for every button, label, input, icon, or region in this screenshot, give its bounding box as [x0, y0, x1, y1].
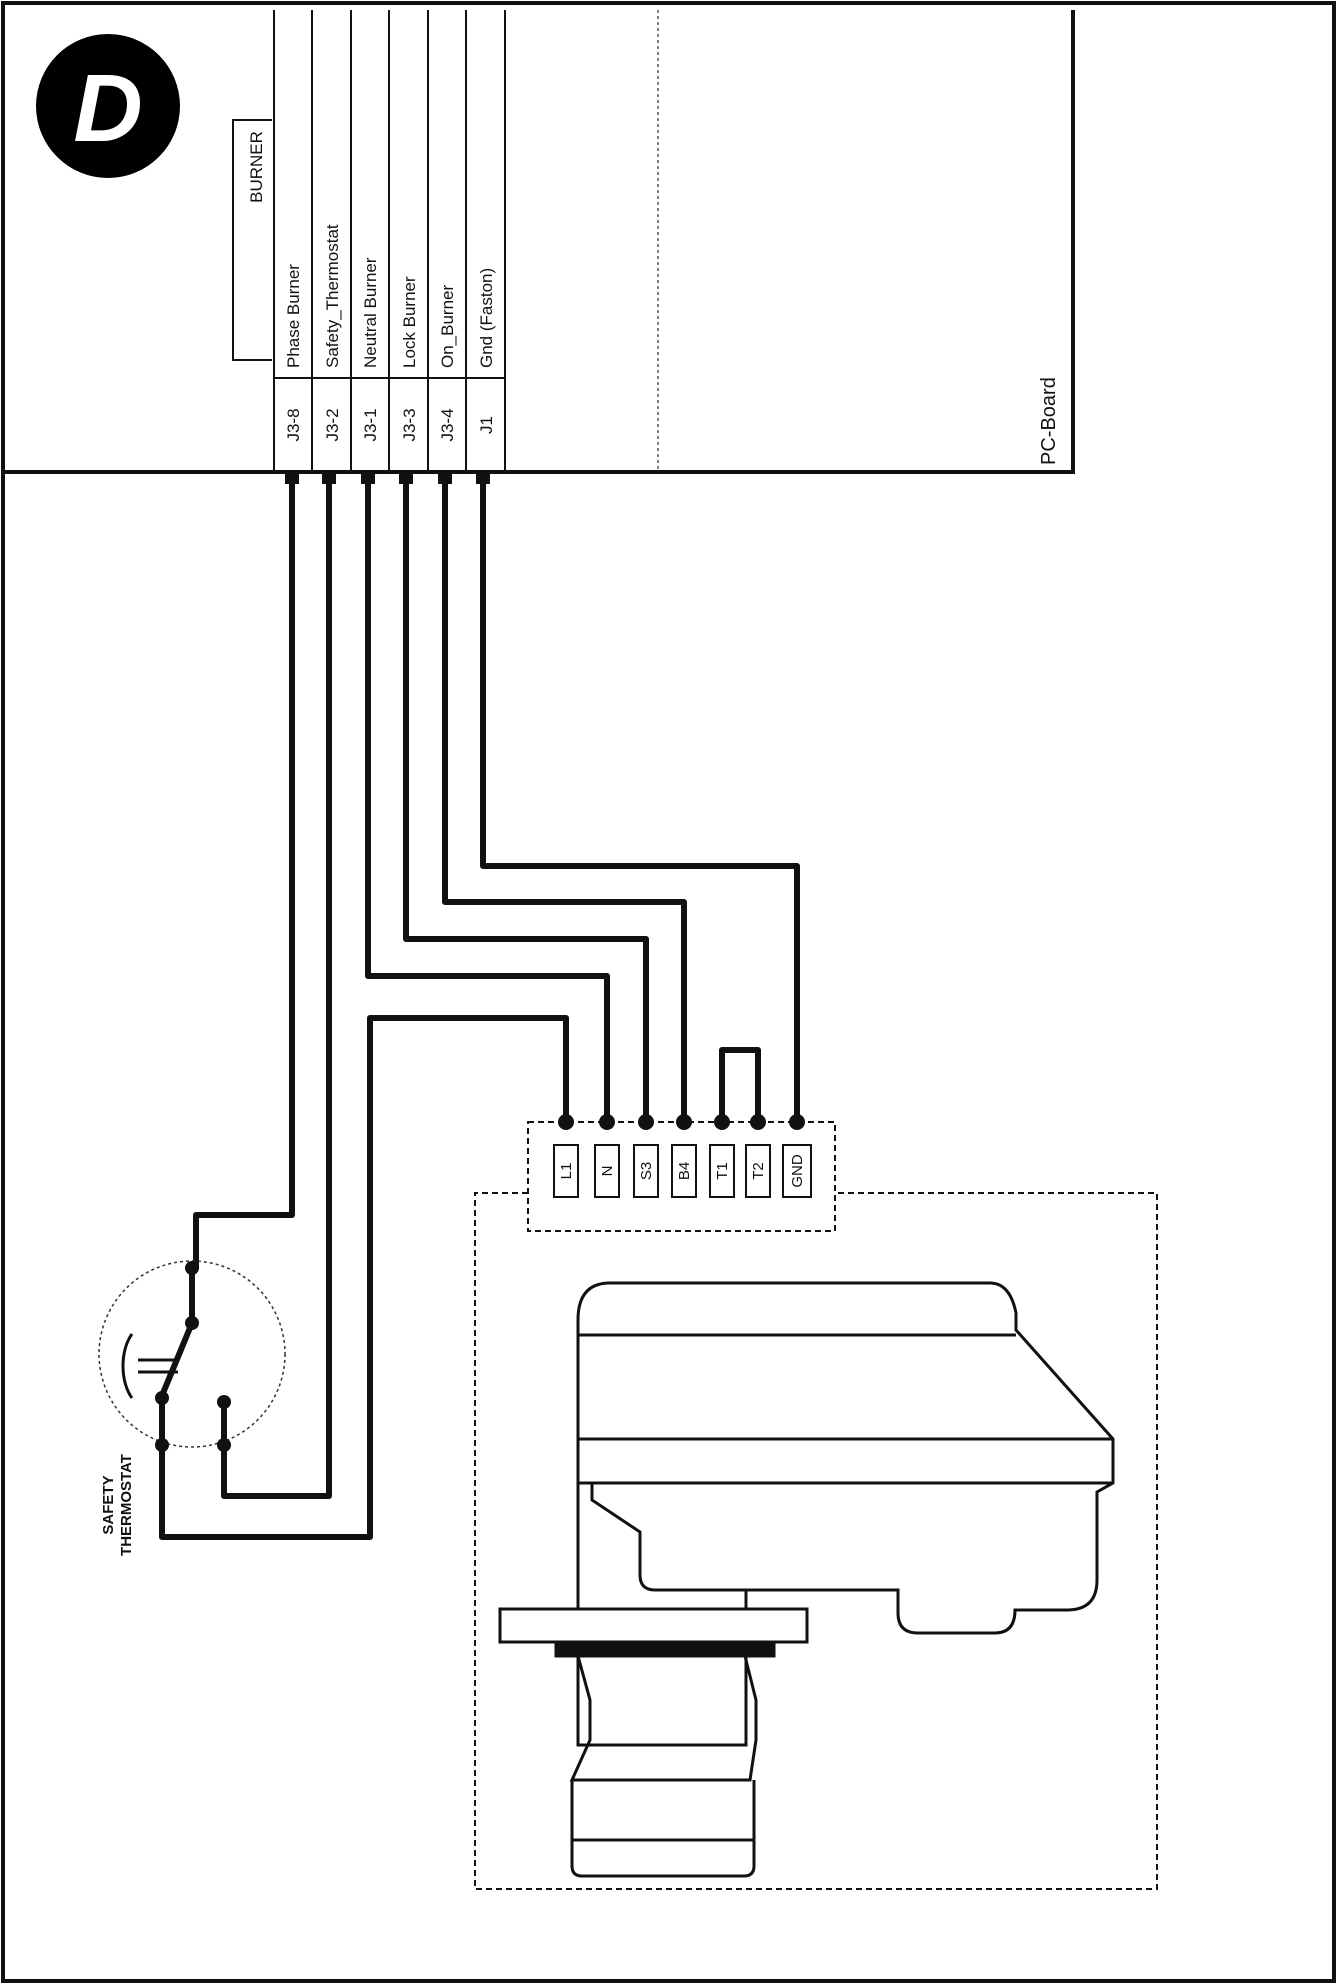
wire-bridge-t1-t2: [719, 1047, 761, 1125]
burner-unit-drawing: [498, 1281, 1115, 1878]
safety-thermostat: SAFETY THERMOSTAT: [98, 1260, 286, 1556]
section-badge: D: [36, 34, 180, 178]
pin-signal: Neutral Burner: [361, 257, 380, 368]
burner-outline: [474, 1192, 1158, 1890]
board-title: PC-Board: [1038, 377, 1060, 465]
pin-id: J3-3: [400, 408, 419, 441]
burner-outline: [475, 1195, 528, 1984]
pin-id: J3-8: [284, 408, 303, 441]
terminal-label: S3: [638, 1162, 655, 1180]
pin-id: J3-4: [438, 408, 457, 441]
burner-group-label: BURNER: [247, 131, 266, 203]
connector-pin: [399, 472, 413, 484]
pin-signal: Lock Burner: [400, 276, 419, 368]
connector-pin: [476, 472, 490, 484]
pin-signal: Phase Burner: [284, 264, 303, 368]
wire-on: [442, 481, 687, 1125]
connector-pin: [361, 472, 375, 484]
connector-pin: [322, 472, 336, 484]
terminal-label: L1: [558, 1163, 575, 1180]
connector-pin: [438, 472, 452, 484]
terminal-block: L1 N S3 B4 T1 T2 GND: [527, 1114, 836, 1232]
pin-id: J3-2: [323, 408, 342, 441]
pin-signal: Gnd (Faston): [477, 268, 496, 368]
thermostat-label: SAFETY: [100, 1475, 117, 1534]
thermostat-label: THERMOSTAT: [118, 1454, 135, 1556]
pin-id: J1: [477, 416, 496, 434]
wire-neutral: [365, 481, 610, 1125]
wire-lock: [403, 481, 649, 1125]
pin-signal: On_Burner: [438, 285, 457, 368]
pin-signal: Safety_Thermostat: [323, 224, 342, 368]
burner-bracket: [232, 119, 272, 361]
pin-id: J3-1: [361, 408, 380, 441]
terminal-label: T1: [714, 1162, 731, 1180]
terminal-label: N: [599, 1166, 616, 1177]
wire-thermostat-out: [159, 1015, 569, 1540]
terminal-label: GND: [789, 1154, 806, 1188]
pin-table: BURNER J3-8 J3-2 J3-1 J3-3 J3-4 J1 Phase…: [232, 10, 505, 484]
wire-phase: [193, 481, 295, 1271]
terminal-label: T2: [750, 1162, 767, 1180]
terminal-label: B4: [676, 1162, 693, 1180]
wires: [159, 481, 800, 1540]
wire-safety-thermostat: [221, 481, 332, 1499]
pc-board: PC-Board: [3, 10, 1075, 474]
badge-letter: D: [73, 55, 142, 162]
connector-pin: [285, 472, 299, 484]
wire-gnd: [480, 481, 800, 1125]
